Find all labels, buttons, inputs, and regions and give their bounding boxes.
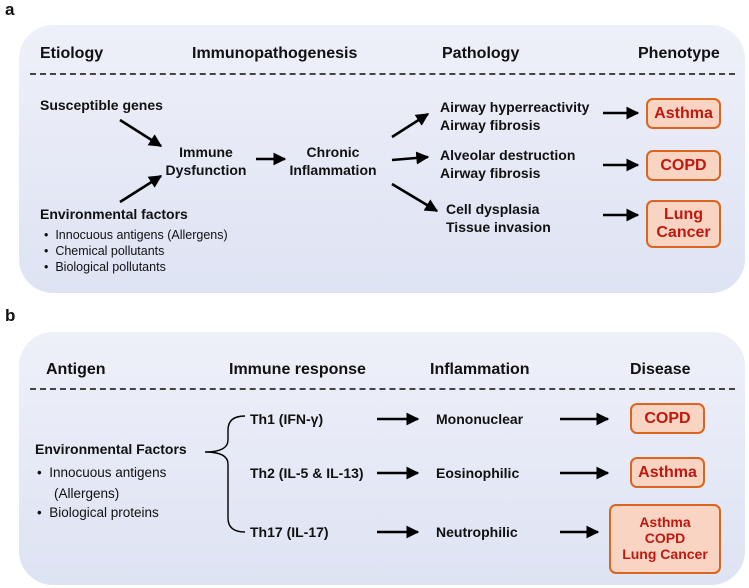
response-th2: Th2 (IL-5 & IL-13): [250, 465, 364, 481]
header-phenotype: Phenotype: [638, 45, 720, 62]
env-item: • Biological proteins: [37, 505, 159, 520]
response-th17: Th17 (IL-17): [250, 524, 329, 540]
arrow-env-to-immune: [119, 174, 163, 204]
arrow-inflammation-to-alveolar: [391, 151, 430, 165]
env-item: • Chemical pollutants: [44, 244, 165, 258]
env-item: • Biological pollutants: [44, 260, 166, 274]
arrow-inflammation-to-hyperreactivity: [391, 112, 430, 139]
panel-b-label: b: [5, 306, 16, 325]
susceptible-genes: Susceptible genes: [40, 97, 163, 113]
inflammation-neutrophilic: Neutrophilic: [436, 524, 518, 540]
disease-copd-badge: COPD: [630, 403, 705, 434]
header-antigen: Antigen: [46, 361, 106, 378]
header-immunopathogenesis: Immunopathogenesis: [192, 45, 358, 62]
arrow-inflammation-to-dysplasia: [391, 182, 439, 213]
env-item: • Innocuous antigens (Allergens): [44, 228, 228, 242]
response-th1: Th1 (IFN-γ): [250, 411, 324, 427]
env-item-continuation: (Allergens): [54, 486, 120, 501]
header-pathology: Pathology: [442, 45, 520, 62]
header-divider-b: [30, 388, 735, 390]
header-etiology: Etiology: [40, 45, 104, 62]
inflammation-eosinophilic: Eosinophilic: [436, 465, 520, 481]
disease-asthma-badge: Asthma: [630, 457, 705, 488]
phenotype-copd-badge: COPD: [646, 150, 721, 181]
header-divider-a: [30, 73, 735, 75]
arrow-genes-to-immune: [119, 118, 163, 148]
panel-a: [19, 25, 745, 293]
env-item: • Innocuous antigens: [37, 465, 167, 480]
panel-a-label: a: [5, 0, 15, 19]
inflammation-mononuclear: Mononuclear: [436, 411, 524, 427]
environmental-factors-b-heading: Environmental Factors: [35, 441, 187, 457]
header-immune-response: Immune response: [229, 361, 366, 378]
header-inflammation: Inflammation: [430, 361, 530, 378]
header-disease: Disease: [630, 361, 691, 378]
environmental-factors-heading: Environmental factors: [40, 206, 188, 222]
phenotype-asthma-badge: Asthma: [646, 98, 721, 129]
curly-brace: [204, 415, 246, 533]
